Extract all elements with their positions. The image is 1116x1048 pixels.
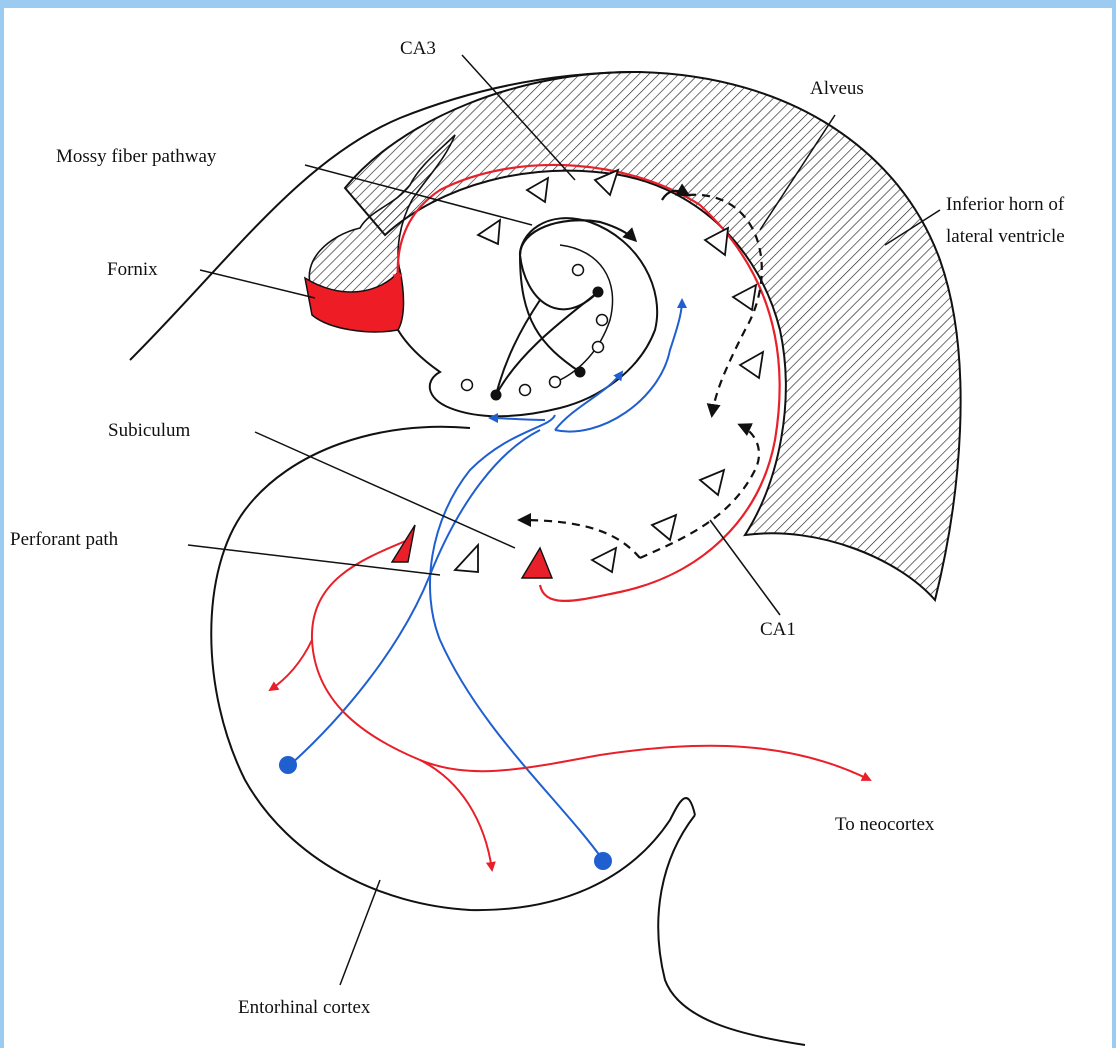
perforant-blue-branch-left (490, 418, 545, 420)
label-ca3: CA3 (400, 38, 436, 59)
granule-cell-filled-3 (491, 390, 502, 401)
granule-cell-filled-1 (593, 287, 604, 298)
label-ca1: CA1 (760, 619, 796, 640)
red-fiber-branch-left (270, 640, 312, 690)
label-fornix: Fornix (107, 259, 158, 280)
granule-cells-open (462, 265, 608, 396)
blue-cell-body-right (594, 852, 612, 870)
label-to-neocortex: To neocortex (835, 814, 935, 835)
label-entorhinal-cortex: Entorhinal cortex (238, 997, 371, 1018)
blue-cell-body-left (279, 756, 297, 774)
label-mossy-fiber-pathway: Mossy fiber pathway (56, 146, 217, 167)
schaffer-dashed-path-3 (640, 425, 759, 558)
perforant-blue-fiber-2 (430, 415, 603, 860)
granule-cell-filled-2 (575, 367, 586, 378)
label-perforant-path: Perforant path (10, 529, 119, 550)
label-alveus: Alveus (810, 78, 864, 99)
label-inferior-horn-line1: Inferior horn of (946, 194, 1065, 215)
label-subiculum: Subiculum (108, 420, 191, 441)
red-fiber-branch-down (420, 760, 492, 870)
red-triangle-perforant (392, 525, 415, 562)
red-triangle-subiculum (522, 548, 552, 578)
rhinal-sulcus-curve (658, 815, 805, 1045)
dentate-inner-curve (560, 245, 613, 380)
red-fiber-to-neocortex (312, 540, 870, 780)
label-inferior-horn-line2: lateral ventricle (946, 226, 1065, 247)
perforant-blue-fiber-1 (290, 430, 540, 765)
